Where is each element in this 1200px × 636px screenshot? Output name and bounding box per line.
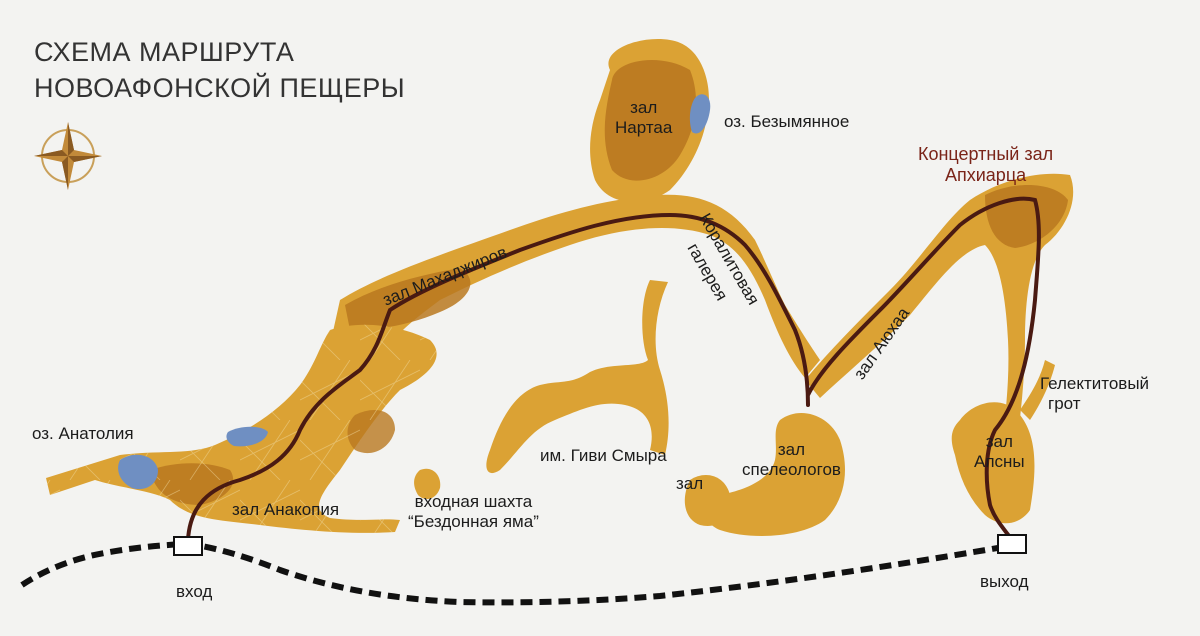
surface-path	[20, 540, 1016, 606]
entrance-shaft-shape	[414, 468, 441, 500]
label-exit: выход	[980, 572, 1029, 591]
label-hall-nartaa-line2: Нартаа	[615, 117, 673, 137]
label-hall-nartaa: зал Нартаа	[615, 98, 672, 137]
label-speleologists-line2: спелеологов	[742, 459, 841, 479]
lake-nameless	[689, 94, 711, 134]
hall-nartaa-dark	[604, 59, 696, 181]
tour-route-line	[186, 196, 1041, 542]
label-hall-anakopia: зал Анакопия	[232, 500, 340, 519]
label-entrance-shaft: входная шахта “Бездонная яма”	[408, 492, 539, 531]
label-heliktite-line1: Гелектитовый	[1040, 374, 1150, 393]
map-title-line1: СХЕМА МАРШРУТА	[34, 37, 295, 67]
lake-anatolia	[118, 454, 158, 490]
label-shaft-line1: входная шахта	[414, 492, 533, 511]
label-speleologists-line1: зал	[777, 440, 806, 459]
map-title: СХЕМА МАРШРУТА НОВОАФОНСКОЙ ПЕЩЕРЫ	[34, 34, 405, 107]
label-heliktite-grotto: Гелектитовый грот	[1040, 374, 1149, 413]
label-apsny-line2: Апсны	[974, 451, 1025, 471]
label-concert-hall-line2: Апхиарца	[944, 164, 1027, 185]
label-givi-smyr-line1: им. Гиви Смыра	[540, 446, 667, 465]
label-heliktite-line2: грот	[1048, 393, 1081, 413]
label-hall-nartaa-line1: зал	[630, 98, 658, 117]
hall-givi-smyr-shape	[486, 280, 669, 474]
label-lake-anatolia: оз. Анатолия	[32, 424, 134, 443]
label-concert-hall-line1: Концертный зал	[918, 144, 1054, 164]
label-concert-hall: Концертный зал Апхиарца	[918, 144, 1053, 185]
hall-heliktite-shape	[1020, 360, 1055, 420]
compass-rose-icon	[34, 122, 102, 190]
hall-apkhiartsa-dark	[985, 184, 1068, 248]
label-hall-apsny: зал Апсны	[974, 432, 1025, 471]
label-hall-speleologists: зал спелеологов	[742, 440, 841, 479]
entrance-marker	[173, 536, 203, 556]
hall-speleologists-shape	[705, 412, 845, 536]
label-apsny-line1: зал	[985, 432, 1013, 451]
hall-ayukhaa-shape	[805, 173, 1074, 460]
map-title-line2: НОВОАФОНСКОЙ ПЕЩЕРЫ	[34, 73, 406, 104]
label-givi-smyr-line2: зал	[676, 474, 704, 493]
lake-small	[226, 426, 268, 447]
label-entrance: вход	[176, 582, 213, 601]
exit-marker	[997, 534, 1027, 554]
label-shaft-line2: “Бездонная яма”	[408, 511, 539, 531]
label-lake-nameless: оз. Безымянное	[724, 112, 850, 131]
hall-apsny-shape	[951, 402, 1035, 524]
